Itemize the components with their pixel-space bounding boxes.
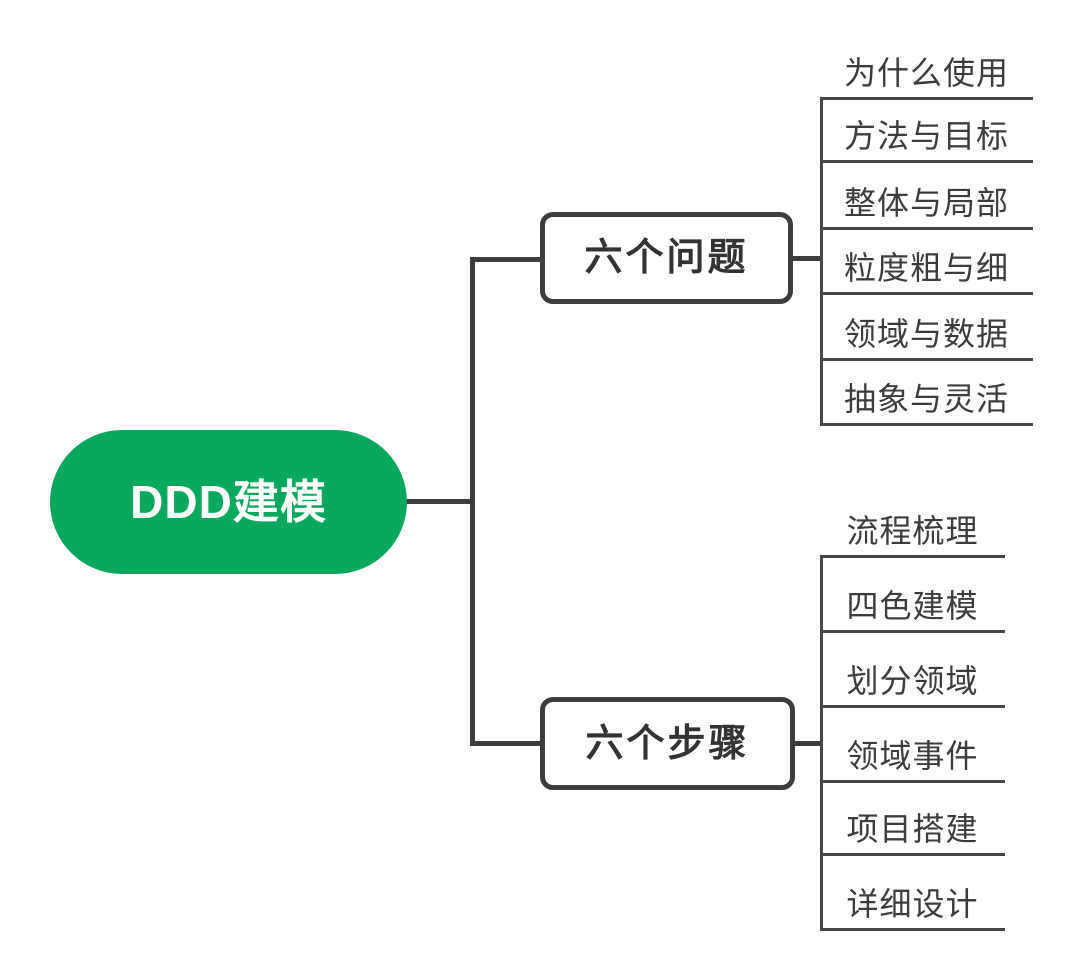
leaf-topic: 划分领域 <box>820 654 1005 708</box>
leaf-topic: 详细设计 <box>820 877 1005 931</box>
connector-trunk-to-steps <box>470 741 542 746</box>
connector-trunk-to-questions <box>470 257 542 262</box>
leaf-topic: 方法与目标 <box>820 109 1033 163</box>
root-node: DDD建模 <box>50 430 407 574</box>
leaf-topic: 领域与数据 <box>820 307 1033 361</box>
leaf-topic: 四色建模 <box>820 579 1005 633</box>
trunk-spine <box>470 257 475 746</box>
branch-node-steps-label: 六个步骤 <box>585 722 750 765</box>
leaf-topic: 整体与局部 <box>820 176 1033 230</box>
branch-node-steps: 六个步骤 <box>540 697 795 790</box>
branch-node-questions-label: 六个问题 <box>584 237 749 279</box>
leaf-topic: 为什么使用 <box>820 46 1033 100</box>
root-node-label: DDD建模 <box>130 476 327 528</box>
connector-root-to-trunk <box>405 499 473 504</box>
leaf-topic: 抽象与灵活 <box>820 372 1033 426</box>
branch-node-questions: 六个问题 <box>540 212 793 304</box>
leaf-topic: 项目搭建 <box>820 802 1005 856</box>
leaf-topic: 领域事件 <box>820 729 1005 783</box>
steps-leaf-spine <box>820 555 823 931</box>
questions-leaf-spine <box>820 97 823 426</box>
connector-questions-to-leaves <box>791 256 822 261</box>
leaf-topic: 流程梳理 <box>820 504 1005 558</box>
connector-steps-to-leaves <box>793 741 822 746</box>
leaf-topic: 粒度粗与细 <box>820 241 1033 295</box>
